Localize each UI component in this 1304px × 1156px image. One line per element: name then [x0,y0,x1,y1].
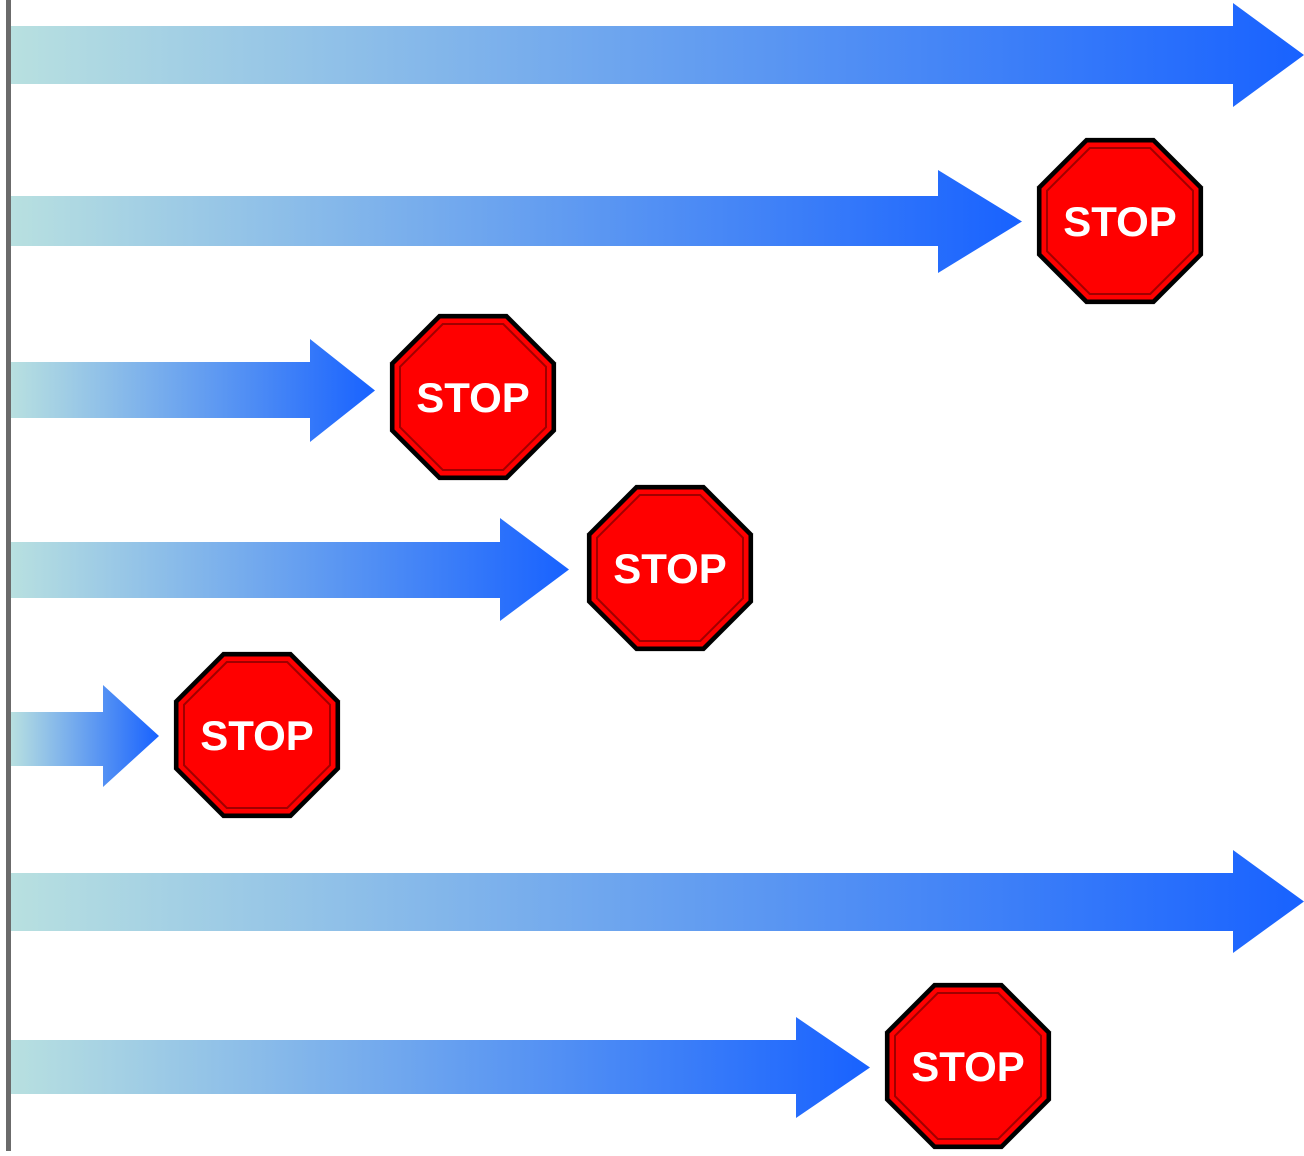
stop-sign-face [1041,142,1199,300]
stop-sign-face [394,318,552,476]
stop-sign-face [591,489,749,647]
stop-sign-inner-line [399,323,547,471]
stop-sign: STOP [173,651,341,819]
stop-sign-face [178,656,336,814]
arrow [11,339,375,442]
diagram-row-1 [11,3,1304,107]
stop-sign-inner-line [183,661,331,809]
rows-layer: STOP STOP STOP STOP STOP [11,3,1304,1150]
stop-sign-inner-line [894,992,1042,1140]
stop-label: STOP [200,712,314,759]
stop-sign: STOP [586,484,754,652]
diagram-row-2: STOP [11,137,1204,305]
diagram-row-7: STOP [11,982,1052,1150]
arrow [11,170,1022,273]
stop-label: STOP [613,545,727,592]
stop-sign: STOP [884,982,1052,1150]
left-axis-line [6,0,11,1151]
arrow [11,3,1304,107]
stop-label: STOP [416,374,530,421]
arrow [11,518,569,621]
arrow [11,1017,870,1118]
stop-sign: STOP [1036,137,1204,305]
arrow [11,685,159,787]
stop-sign: STOP [389,313,557,481]
stop-label: STOP [911,1043,1025,1090]
stop-sign-inner-line [596,494,744,642]
stop-sign-face [889,987,1047,1145]
stop-sign-inner-line [1046,147,1194,295]
diagram-row-5: STOP [11,651,341,819]
stop-label: STOP [1063,198,1177,245]
arrow [11,850,1304,953]
diagram-row-4: STOP [11,484,754,652]
diagram-row-3: STOP [11,313,557,481]
diagram-row-6 [11,850,1304,953]
